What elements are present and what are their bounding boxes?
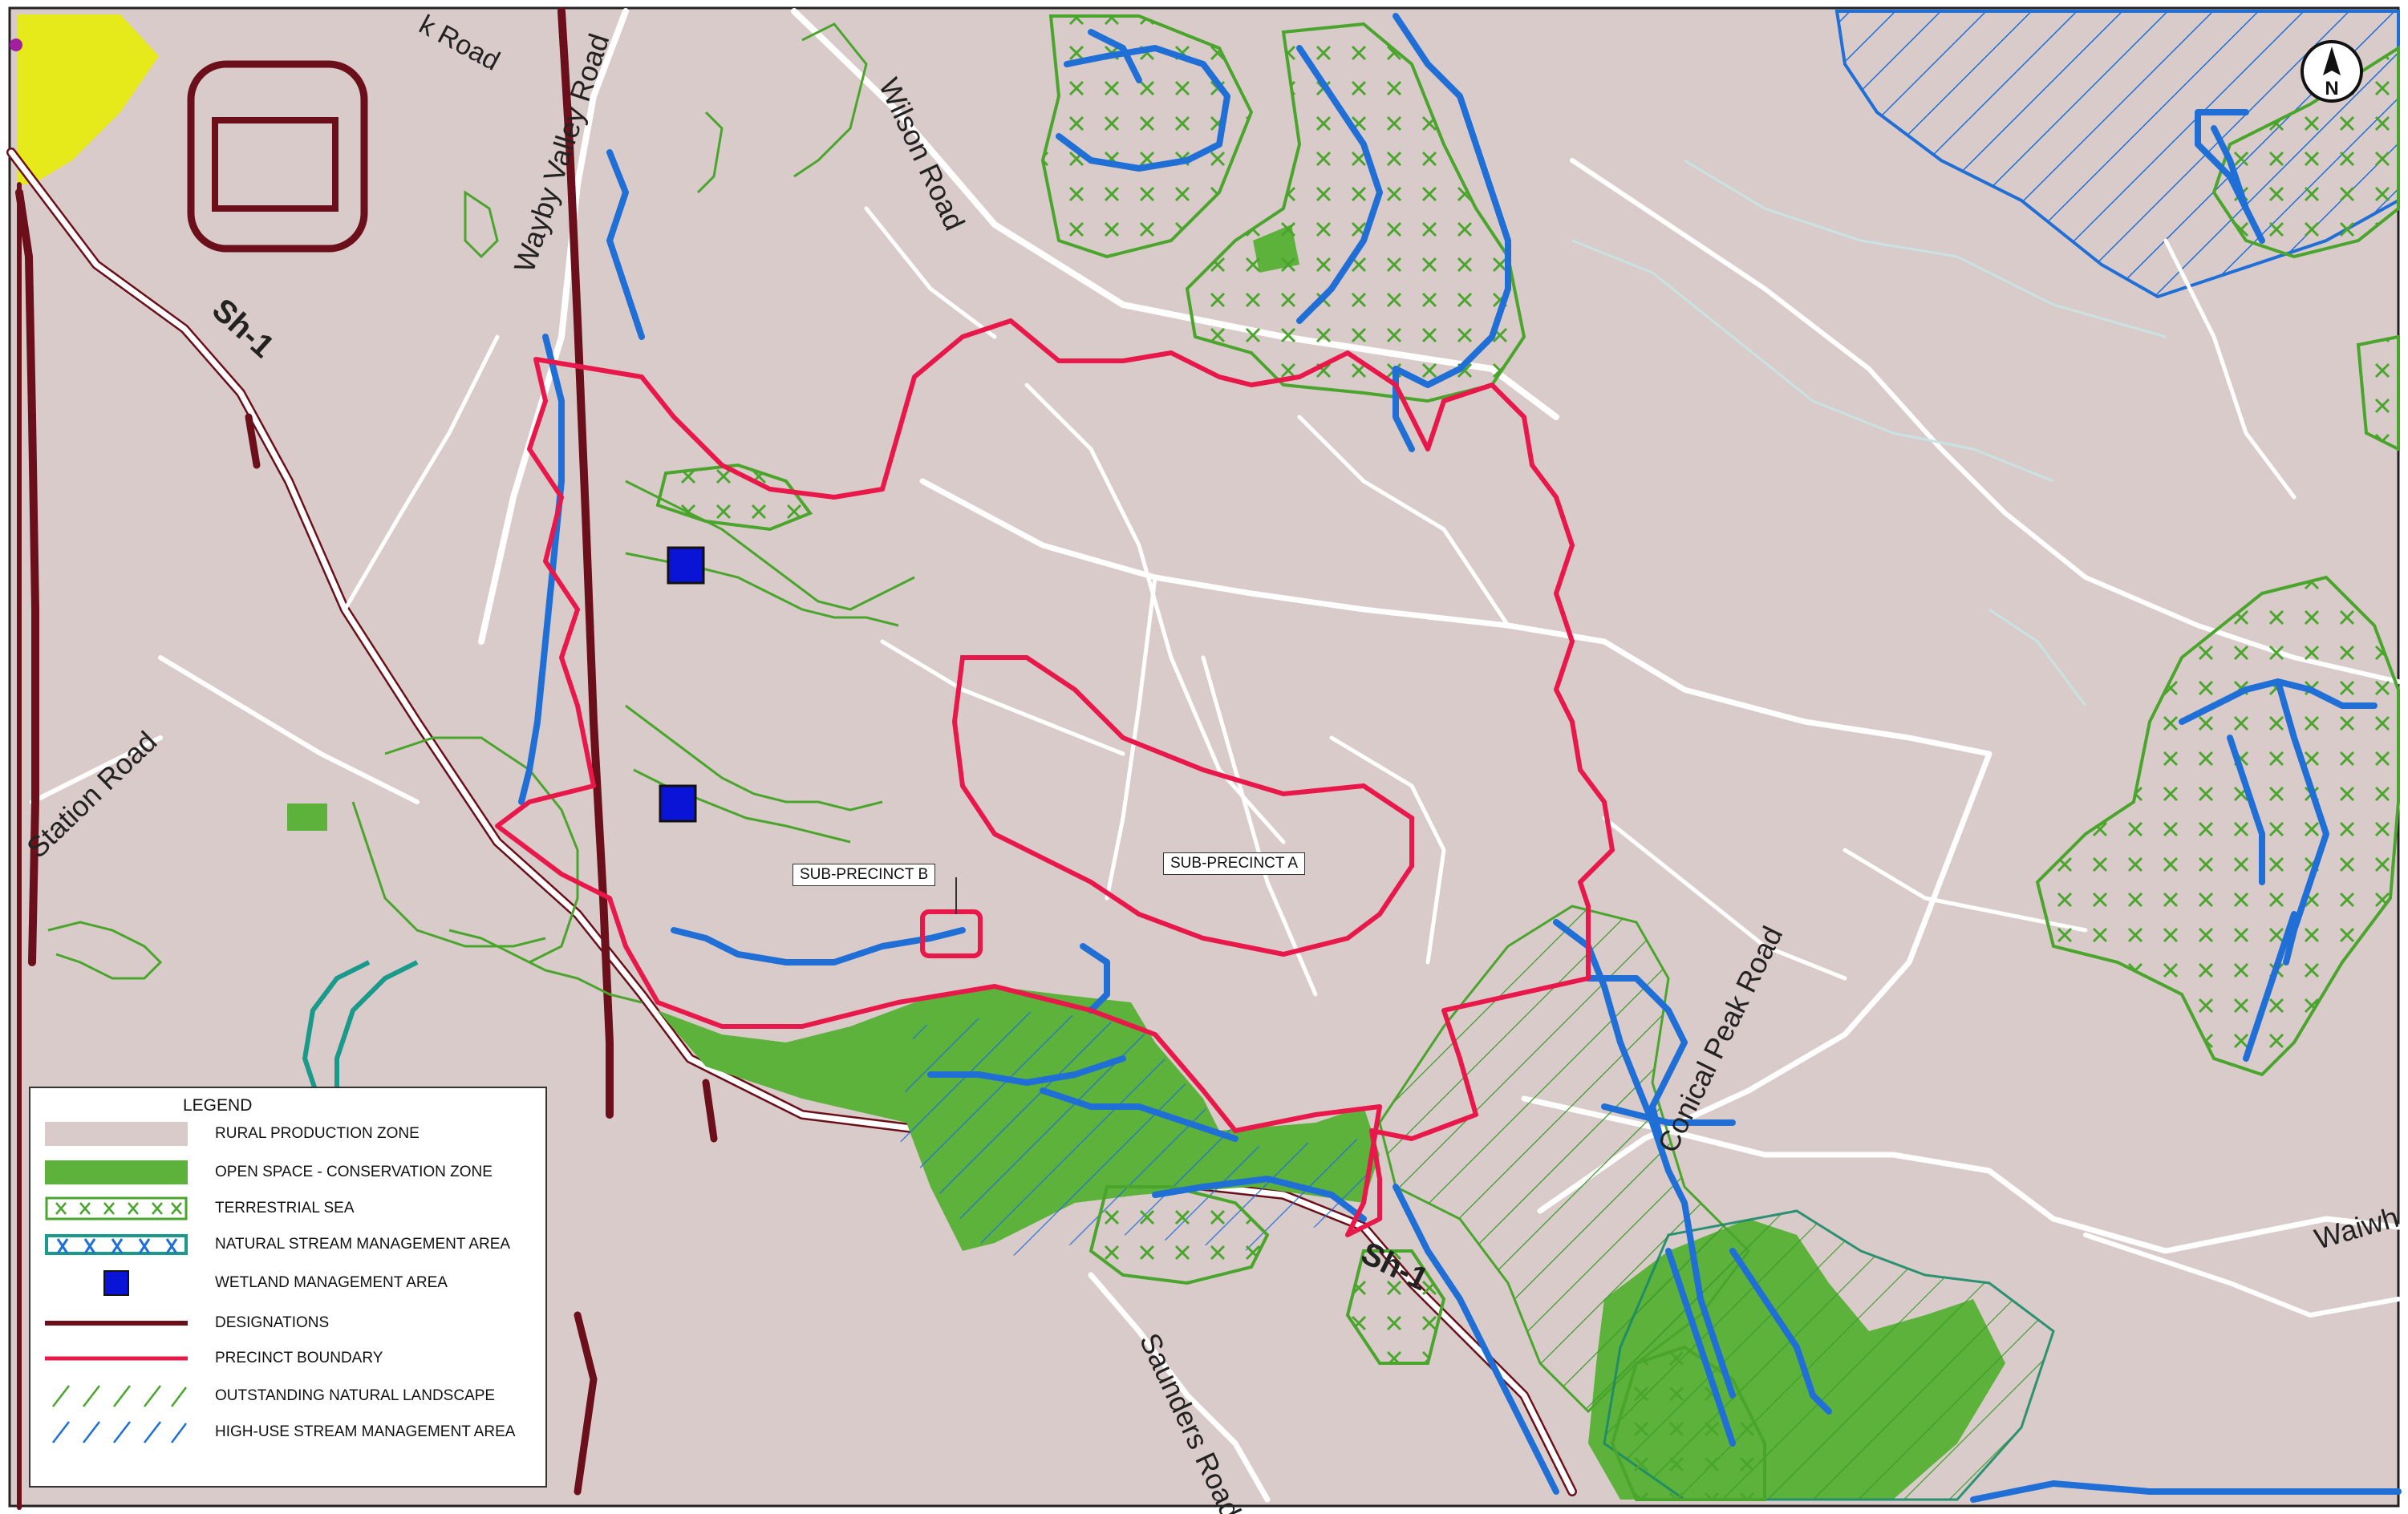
legend-label: TERRESTRIAL SEA [215, 1200, 355, 1216]
open-space-swatch-icon [45, 1160, 188, 1184]
legend-label: HIGH-USE STREAM MANAGEMENT AREA [215, 1423, 516, 1440]
legend-title: LEGEND [183, 1096, 253, 1115]
legend-item-precinct: PRECINCT BOUNDARY [45, 1345, 534, 1374]
legend-label: WETLAND MANAGEMENT AREA [215, 1274, 448, 1291]
onl-swatch-icon [52, 1385, 187, 1407]
yellow-zone-area [18, 14, 159, 184]
sub-precinct-a-boundary [951, 655, 1414, 957]
north-arrow-icon: N [2301, 40, 2363, 103]
legend-label: NATURAL STREAM MANAGEMENT AREA [215, 1236, 511, 1253]
high-use-swatch-icon [52, 1421, 187, 1443]
stream-mgmt-swatch-icon [45, 1234, 188, 1255]
legend-label: OPEN SPACE - CONSERVATION ZONE [215, 1164, 493, 1180]
wetland-area-2 [659, 784, 697, 823]
legend-item-rural: RURAL PRODUCTION ZONE [45, 1120, 534, 1149]
wetland-area-1 [667, 546, 705, 585]
rural-swatch-icon [45, 1122, 188, 1146]
legend-label: RURAL PRODUCTION ZONE [215, 1125, 420, 1142]
legend-item-designation: DESIGNATIONS [45, 1310, 534, 1338]
legend-label: OUTSTANDING NATURAL LANDSCAPE [215, 1387, 496, 1404]
designations [15, 7, 718, 1510]
wetland-swatch-icon [103, 1270, 129, 1296]
legend-item-terrestrial: TERRESTRIAL SEA [45, 1195, 534, 1224]
onl-hatch-south [898, 1010, 1380, 1259]
terrestrial-swatch-icon [45, 1196, 188, 1221]
legend-label: PRECINCT BOUNDARY [215, 1350, 383, 1366]
legend-item-onl: OUTSTANDING NATURAL LANDSCAPE [45, 1382, 534, 1411]
open-space-small [287, 804, 327, 831]
sub-precinct-b-label: SUB-PRECINCT B [793, 864, 936, 886]
terrestrial-gullies [47, 22, 915, 1004]
legend-item-open-space: OPEN SPACE - CONSERVATION ZONE [45, 1159, 534, 1188]
legend-item-stream-mgmt: NATURAL STREAM MANAGEMENT AREA [45, 1231, 534, 1260]
purple-marker [10, 38, 22, 51]
map-legend: LEGEND RURAL PRODUCTION ZONE OPEN SPACE … [29, 1087, 547, 1488]
designation-swatch-icon [45, 1321, 188, 1326]
precinct-boundary [495, 318, 1615, 1237]
legend-label: DESIGNATIONS [215, 1314, 330, 1331]
precinct-swatch-icon [45, 1356, 188, 1361]
creeks [1571, 159, 2167, 706]
legend-item-high-use: HIGH-USE STREAM MANAGEMENT AREA [45, 1419, 534, 1447]
north-arrow-label: N [2325, 78, 2338, 99]
stream-lines [518, 13, 2402, 1503]
legend-item-wetland: WETLAND MANAGEMENT AREA [45, 1269, 534, 1298]
terrestrial-sea-areas [655, 14, 2400, 1501]
sub-precinct-a-label: SUB-PRECINCT A [1163, 852, 1306, 875]
sub-precinct-b-boundary [920, 909, 983, 958]
